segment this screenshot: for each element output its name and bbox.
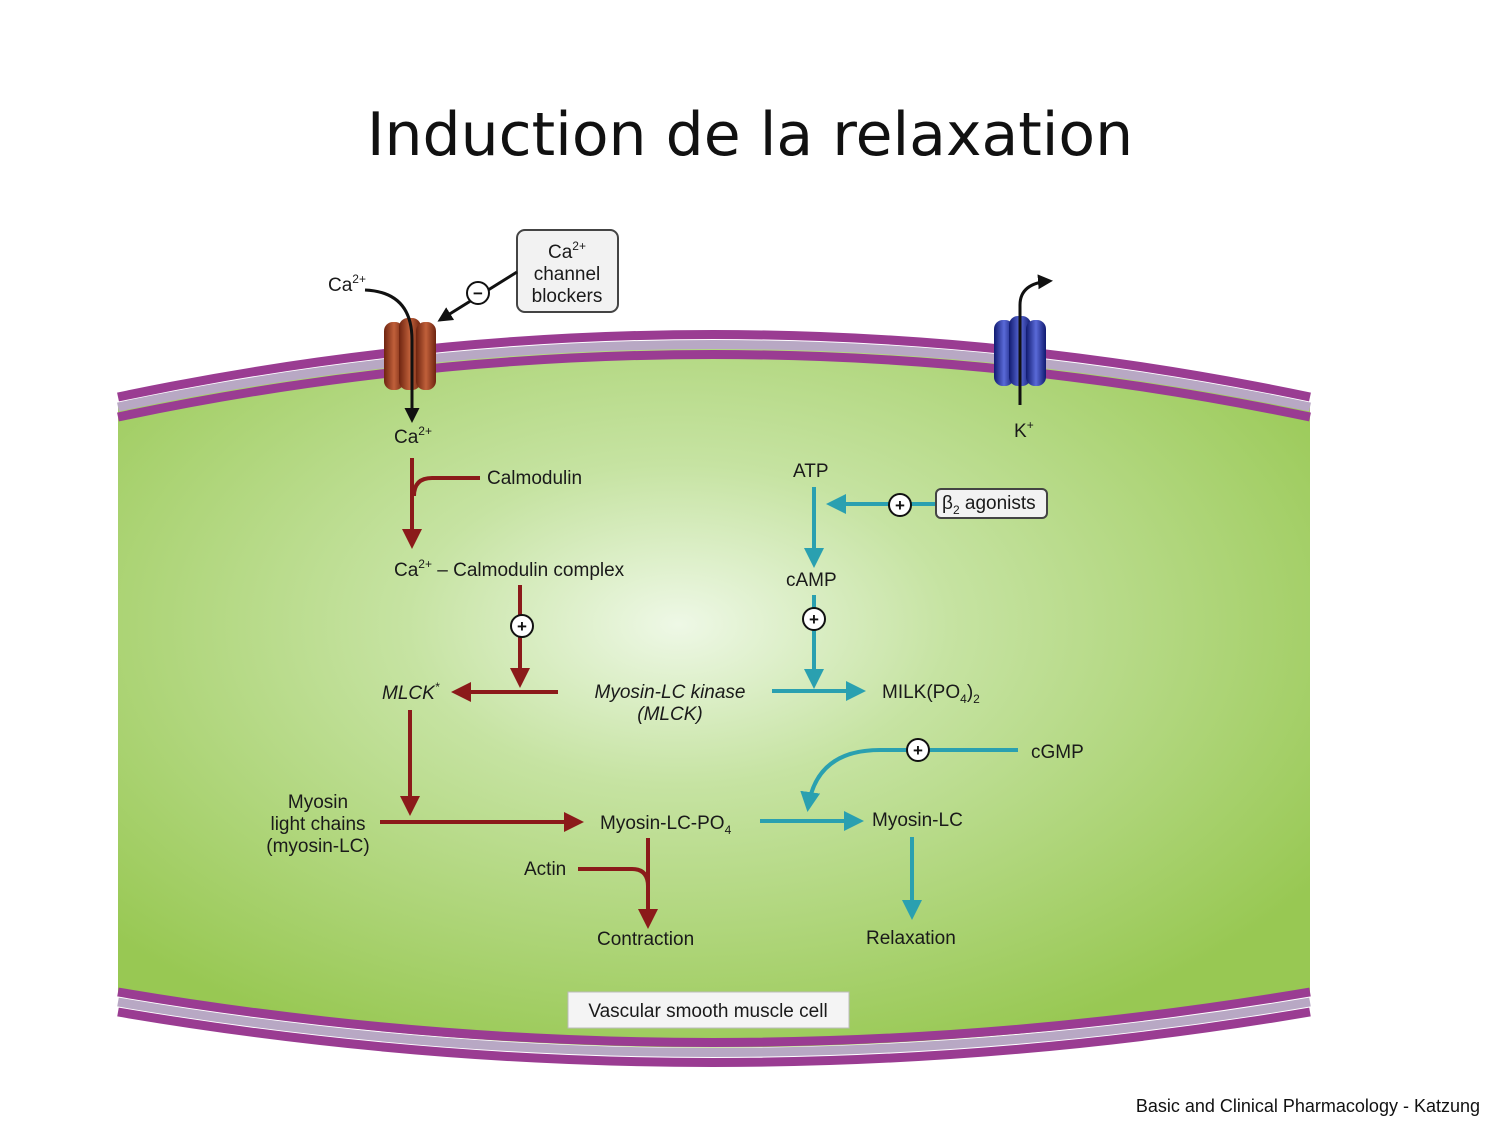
ca-blocker-line3: blockers — [532, 286, 603, 307]
atp-label: ATP — [793, 461, 829, 482]
mlck-name-line2: (MLCK) — [637, 704, 702, 725]
cgmp-stimulation-arrow — [800, 748, 1018, 812]
ca-outside-label: Ca2+ — [328, 272, 366, 296]
plus-icon: + — [510, 614, 534, 638]
svg-text:Ca2+: Ca2+ — [548, 239, 586, 263]
ca-channel-blocker-box — [516, 229, 619, 313]
minus-icon: − — [466, 281, 490, 305]
myosin-lc-line2: light chains — [270, 814, 365, 835]
slide-title: Induction de la relaxation — [366, 100, 1134, 170]
svg-text:+: + — [895, 496, 905, 515]
calcium-channel-icon — [384, 318, 436, 390]
relaxation-label: Relaxation — [866, 928, 956, 949]
calcium-influx-arrow — [364, 288, 420, 423]
camp-label: cAMP — [786, 570, 837, 591]
beta2-agonists-box — [935, 488, 1048, 519]
svg-text:+: + — [913, 741, 923, 760]
svg-text:−: − — [473, 284, 483, 303]
mlck-active-label: MLCK* — [382, 680, 440, 704]
ca-blocker-line1: Ca — [548, 242, 573, 263]
cell-membrane-top — [117, 330, 1311, 422]
ca-calmodulin-complex-label: Ca2+ – Calmodulin complex — [394, 557, 625, 581]
myosin-lc-line3: (myosin-LC) — [266, 836, 369, 857]
calmodulin-joins-arrow — [412, 476, 480, 497]
plus-icon: + — [906, 738, 930, 762]
plus-icon: + — [802, 607, 826, 631]
beta2-agonists-label: β2 agonists — [942, 493, 1036, 517]
actin-joins-arrow — [578, 867, 650, 887]
milk-po4-label: MILK(PO4)2 — [882, 682, 980, 706]
svg-text:+: + — [517, 617, 527, 636]
mlck-name-line1: Myosin-LC kinase — [595, 682, 746, 703]
contraction-label: Contraction — [597, 929, 694, 950]
source-credit: Basic and Clinical Pharmacology - Katzun… — [1135, 1096, 1480, 1116]
cell-label-box — [567, 991, 850, 1029]
k-label: K+ — [1014, 418, 1034, 442]
myosin-lc-label: Myosin-LC — [872, 810, 963, 831]
plus-icon: + — [888, 493, 912, 517]
ca-blocker-line2: channel — [534, 264, 601, 285]
potassium-channel-icon — [994, 316, 1046, 386]
actin-label: Actin — [524, 859, 566, 880]
myosin-lc-po4-label: Myosin-LC-PO4 — [600, 813, 732, 837]
ca-inside-label: Ca2+ — [394, 424, 432, 448]
calmodulin-label: Calmodulin — [487, 468, 582, 489]
svg-text:+: + — [809, 610, 819, 629]
myosin-lc-line1: Myosin — [288, 792, 348, 813]
cgmp-label: cGMP — [1031, 742, 1084, 763]
cell-label: Vascular smooth muscle cell — [588, 1001, 827, 1022]
cell-membrane-bottom — [117, 987, 1311, 1067]
potassium-efflux-arrow — [1018, 274, 1053, 405]
